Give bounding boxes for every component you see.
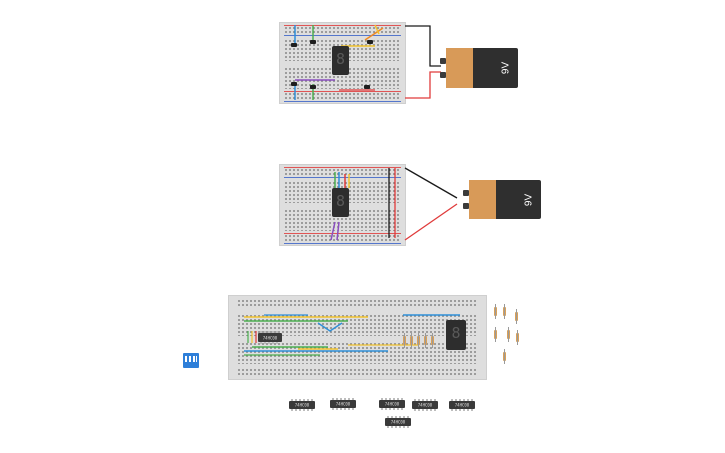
circuit-2-wires [330,168,396,241]
ic-chip-74hc08[interactable]: 74HC08 [379,398,405,410]
chip-code: 74HC08 [454,402,470,408]
chip-code: 74HC08 [262,335,278,340]
seven-segment-display-2[interactable]: 8 [332,188,349,217]
battery-wires-1 [405,25,441,99]
ic-chip-74hc08[interactable]: 74HC08 [385,416,411,428]
pushbutton[interactable] [310,85,316,89]
display-digit: 8 [451,324,461,342]
breadboard-3[interactable] [228,295,487,380]
ic-chip-74hc08[interactable]: 74HC08 [258,331,282,344]
battery-9v-icon [469,180,497,219]
chip-code: 74HC08 [294,402,310,408]
battery-9v-2[interactable]: 9V [463,180,541,219]
resistor-icon[interactable] [494,327,497,342]
battery-wires-2 [404,167,458,241]
battery-label: 9V [523,193,535,206]
battery-9v-1[interactable]: 9V [440,48,518,88]
circuit-1-wires [294,24,384,100]
resistor-icon[interactable] [507,327,510,342]
pushbutton[interactable] [310,40,316,44]
chip-code: 74HC08 [384,401,400,407]
display-digit: 8 [335,192,346,210]
resistor-icon[interactable] [515,309,518,324]
chip-code: 74HC08 [390,419,406,425]
resistor-icon[interactable] [503,304,506,319]
resistor-icon[interactable] [516,330,519,345]
resistor-icon[interactable] [403,333,406,348]
pushbutton[interactable] [291,43,297,47]
pushbutton[interactable] [364,85,370,89]
display-digit: 8 [335,50,346,68]
pushbutton[interactable] [291,82,297,86]
battery-label: 9V [500,61,512,75]
ic-chip-74hc08[interactable]: 74HC08 [412,399,438,411]
dip-switch[interactable] [183,353,199,368]
seven-segment-display-3[interactable]: 8 [446,320,466,350]
chip-code: 74HC08 [335,401,351,407]
battery-9v-icon [446,48,474,88]
chip-code: 74HC08 [417,402,433,408]
pushbutton[interactable] [367,40,373,44]
resistor-icon[interactable] [424,333,427,348]
dip-switch-icon [185,356,187,362]
ic-chip-74hc08[interactable]: 74HC08 [289,399,315,411]
resistor-icon[interactable] [503,349,506,364]
resistor-icon[interactable] [431,333,434,348]
resistor-icon[interactable] [494,304,497,319]
resistor-icon[interactable] [410,333,413,348]
seven-segment-display-1[interactable]: 8 [332,46,349,75]
ic-chip-74hc08[interactable]: 74HC08 [330,398,356,410]
resistor-icon[interactable] [417,333,420,348]
ic-chip-74hc08[interactable]: 74HC08 [449,399,475,411]
circuit-3-wires [244,314,460,356]
